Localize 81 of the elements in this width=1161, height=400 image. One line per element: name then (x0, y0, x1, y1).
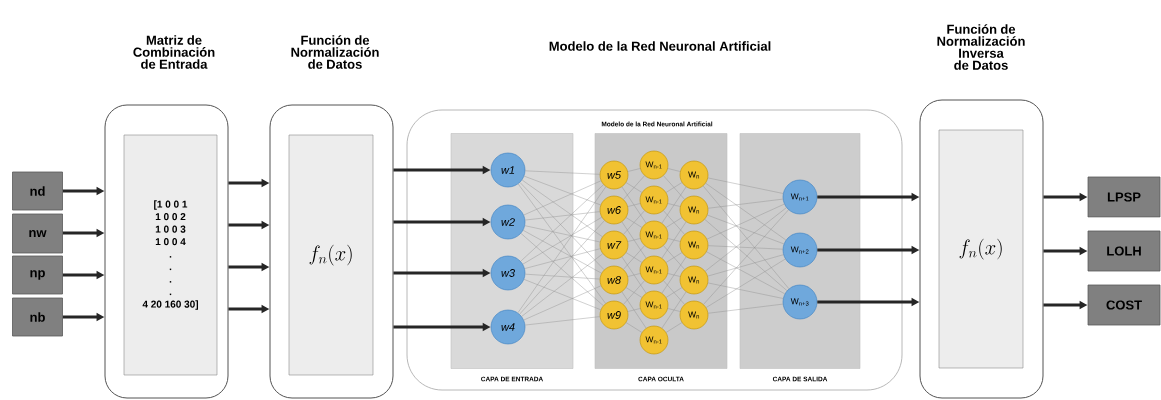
connection-line (661, 221, 687, 259)
connection-line (627, 168, 641, 172)
connection-line (702, 185, 790, 289)
input-box: nw (12, 213, 63, 254)
connection-line (521, 179, 603, 237)
connection-line (708, 198, 784, 209)
connection-line (708, 245, 783, 250)
connection-line (665, 287, 683, 298)
connection-line (521, 253, 603, 317)
connection-line (707, 254, 784, 277)
connection-line (625, 287, 643, 298)
block-heading: Función de Normalización de Datos (291, 35, 379, 69)
connection-line (625, 217, 643, 228)
connection-line (523, 285, 602, 321)
connection-line (525, 170, 600, 175)
connection-line (621, 221, 647, 259)
connection-line (627, 273, 641, 277)
connection-line (623, 245, 645, 270)
connection-line (524, 175, 601, 206)
connection-line (525, 273, 600, 280)
input-box: nb (12, 297, 63, 337)
connection-line (663, 245, 685, 270)
connection-line (627, 238, 641, 242)
connection-line (625, 322, 643, 333)
connection-line (707, 282, 784, 299)
connection-line (705, 207, 787, 272)
connection-line (621, 186, 647, 224)
connection-line (621, 256, 647, 294)
function-panel: $f_n(x)$ (288, 134, 374, 376)
connection-line (661, 256, 687, 294)
connection-line (667, 203, 681, 207)
connection-line (522, 217, 602, 265)
connection-line (520, 233, 604, 306)
connection-line (525, 211, 600, 221)
function-panel: $f_n(x)$ (938, 129, 1024, 369)
connection-line (524, 248, 601, 269)
block-heading: Función de Normalización Inversa de Datos (937, 24, 1025, 70)
connection-line (665, 182, 683, 193)
connection-line (708, 303, 784, 314)
connection-line (665, 217, 683, 228)
matrix-panel: [1 0 0 1 1 0 0 2 1 0 0 3 1 0 0 4 . . . . 4 20 160 30] (123, 134, 218, 376)
output-box: LPSP (1087, 176, 1161, 218)
connection-line (627, 203, 641, 207)
connection-line (519, 220, 605, 315)
connection-line (667, 168, 681, 172)
connection-line (523, 180, 602, 216)
connection-line (703, 209, 789, 305)
connection-line (621, 291, 647, 329)
connection-line (627, 308, 641, 312)
connection-line (667, 238, 681, 242)
connection-line (663, 280, 685, 305)
connection-line (625, 182, 643, 193)
output-box: LOLH (1087, 230, 1161, 272)
connection-line (705, 183, 787, 241)
connection-line (667, 308, 681, 312)
connection-line (667, 273, 681, 277)
connection-line (706, 251, 785, 294)
connection-line (663, 210, 685, 235)
connection-line (706, 203, 785, 240)
connection-line (623, 210, 645, 235)
connection-line (623, 280, 645, 305)
input-box: nd (12, 171, 63, 211)
output-box: COST (1087, 284, 1161, 326)
connection-line (623, 175, 645, 200)
diagram-heading: Modelo de la Red Neuronal Artificial (549, 41, 771, 51)
connection-line (706, 258, 786, 308)
connection-line (663, 175, 685, 200)
connection-line (665, 322, 683, 333)
connection-line (665, 252, 683, 263)
connection-line (707, 177, 784, 194)
connection-line (625, 252, 643, 263)
connection-line (661, 186, 687, 224)
connection-line (523, 279, 601, 310)
connection-line (707, 214, 785, 245)
input-box: np (12, 255, 63, 295)
connection-line (704, 219, 788, 291)
block-heading: Matriz de Combinación de Entrada (133, 35, 215, 69)
connection-line (522, 230, 602, 274)
connection-line (525, 316, 600, 326)
connection-line (661, 291, 687, 329)
connection-line (524, 225, 601, 243)
